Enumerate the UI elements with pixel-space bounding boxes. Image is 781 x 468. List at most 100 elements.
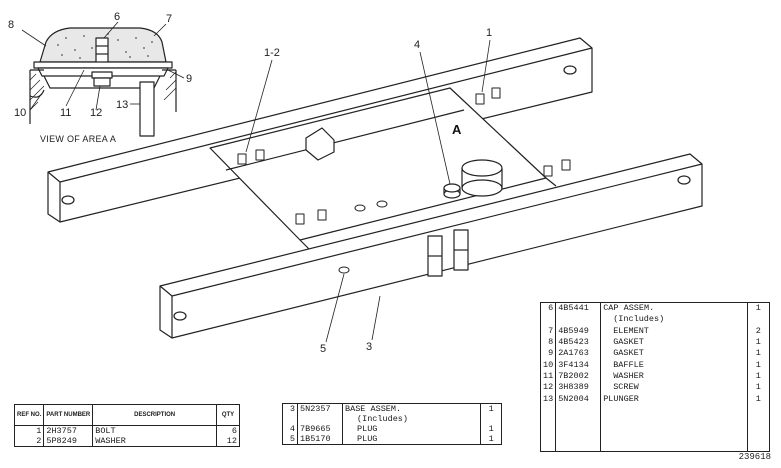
filler-cell [600,405,748,452]
part-number-cell: 5N2357 [297,403,343,414]
callout-4: 4 [414,39,420,51]
table-row: 6 4B5441 CAP ASSEM. 1 [540,302,770,315]
inset-gasket [33,61,173,69]
description-cell: (Includes) [600,314,748,326]
callout-13: 13 [116,99,128,111]
header-description: DESCRIPTION [92,404,217,426]
table-row: 10 3F4134 BAFFLE 1 [540,359,770,371]
ref-cell: 2 [14,436,45,447]
description-cell: CAP ASSEM. [600,302,748,315]
ref-cell: 13 [540,393,557,405]
callout-1: 1 [486,27,492,39]
table-row: 1 2H3757 BOLT 6 [14,425,240,436]
table-row: (Includes) [282,414,502,424]
part-number-cell: 7B2002 [555,370,602,383]
description-cell: WASHER [92,436,217,447]
ref-cell: 3 [282,403,298,414]
inset-housing [29,69,177,124]
inset-baffle [43,75,161,89]
description-cell: BAFFLE [600,359,748,371]
description-cell: PLUG [342,424,482,434]
qty-cell: 2 [755,325,761,336]
table-row: 2 5P8249 WASHER 12 [14,436,240,447]
description-cell: PLUNGER [600,393,748,405]
filler-cell [540,405,557,452]
table-row: 9 2A1763 GASKET 1 [540,348,770,360]
table-row: 13 5N2004 PLUNGER 1 [540,393,770,405]
part-number-cell [297,414,343,424]
table-filler-row [540,405,770,452]
callout-6: 6 [114,11,120,23]
part-number-cell: 7B9665 [297,424,343,434]
qty-cell: 6 [231,426,237,436]
table-row: (Includes) [540,314,770,326]
qty-cell: 1 [488,404,494,414]
ref-cell: 12 [540,382,557,394]
part-number-cell: 2A1763 [555,348,602,360]
description-cell: (Includes) [342,414,482,424]
table-row: 8 4B5423 GASKET 1 [540,337,770,349]
qty-cell: 1 [755,393,761,404]
qty-cell: 1 [755,370,761,381]
part-number-cell: 5P8249 [43,436,94,447]
table-row: 4 7B9665 PLUG 1 [282,424,502,434]
part-number-cell: 4B5949 [555,325,602,338]
description-cell: WASHER [600,370,748,383]
callout-9: 9 [186,73,192,85]
table-row: 7 4B5949 ELEMENT 2 [540,325,770,338]
inset-plunger [139,81,155,137]
part-number-cell: 2H3757 [43,425,94,436]
parts-table-left: REF NO. PART NUMBER DESCRIPTION QTY 1 2H… [14,404,240,447]
callout-11: 11 [60,107,71,119]
ref-cell: 10 [540,359,557,371]
part-number-cell: 5N2004 [555,393,602,405]
ref-cell: 1 [14,425,45,436]
qty-cell: 1 [755,359,761,370]
filler-cell [747,405,769,452]
base-assembly [47,37,703,343]
ref-cell [282,414,298,424]
drawing-number: 239618 [738,452,771,462]
description-cell: BASE ASSEM. [342,403,482,414]
ref-cell: 7 [540,325,557,338]
part-number-cell: 3H8389 [555,382,602,394]
callout-1-2: 1-2 [264,47,280,59]
qty-cell [481,414,502,424]
qty-cell: 1 [488,424,494,434]
table-header-row: REF NO. PART NUMBER DESCRIPTION QTY [14,404,240,426]
ref-cell [540,314,557,326]
qty-cell: 1 [755,303,761,313]
parts-table-middle: 3 5N2357 BASE ASSEM. 1 (Includes) 4 7B96… [282,403,502,445]
qty-cell: 1 [755,348,761,359]
cross-member-plate [209,87,557,251]
part-number-cell [555,314,602,326]
qty-cell: 1 [488,434,494,444]
description-cell: SCREW [600,382,748,394]
inset-title: VIEW OF AREA A [40,134,116,144]
table-row: 3 5N2357 BASE ASSEM. 1 [282,403,502,414]
header-ref-no: REF NO. [14,404,45,426]
ref-cell: 8 [540,337,557,349]
callout-7: 7 [166,13,172,25]
bolts [237,87,571,274]
description-cell: GASKET [600,337,748,349]
qty-cell: 12 [226,436,237,446]
callout-12: 12 [90,107,102,119]
header-part-number: PART NUMBER [43,404,94,426]
callout-3: 3 [366,341,372,353]
part-number-cell: 3F4134 [555,359,602,371]
area-a-label: A [452,122,462,137]
qty-cell: 1 [755,382,761,393]
callout-10: 10 [14,107,26,119]
ref-cell: 11 [540,370,557,383]
parts-table-right: 6 4B5441 CAP ASSEM. 1 (Includes) 7 4B594… [540,302,770,452]
ref-cell: 6 [540,302,557,315]
ref-cell: 4 [282,424,298,434]
part-number-cell: 4B5423 [555,337,602,349]
callout-5: 5 [320,343,326,355]
header-qty: QTY [216,404,240,426]
filler-cell [555,405,602,452]
table-row: 12 3H8389 SCREW 1 [540,382,770,394]
description-cell: ELEMENT [600,325,748,338]
